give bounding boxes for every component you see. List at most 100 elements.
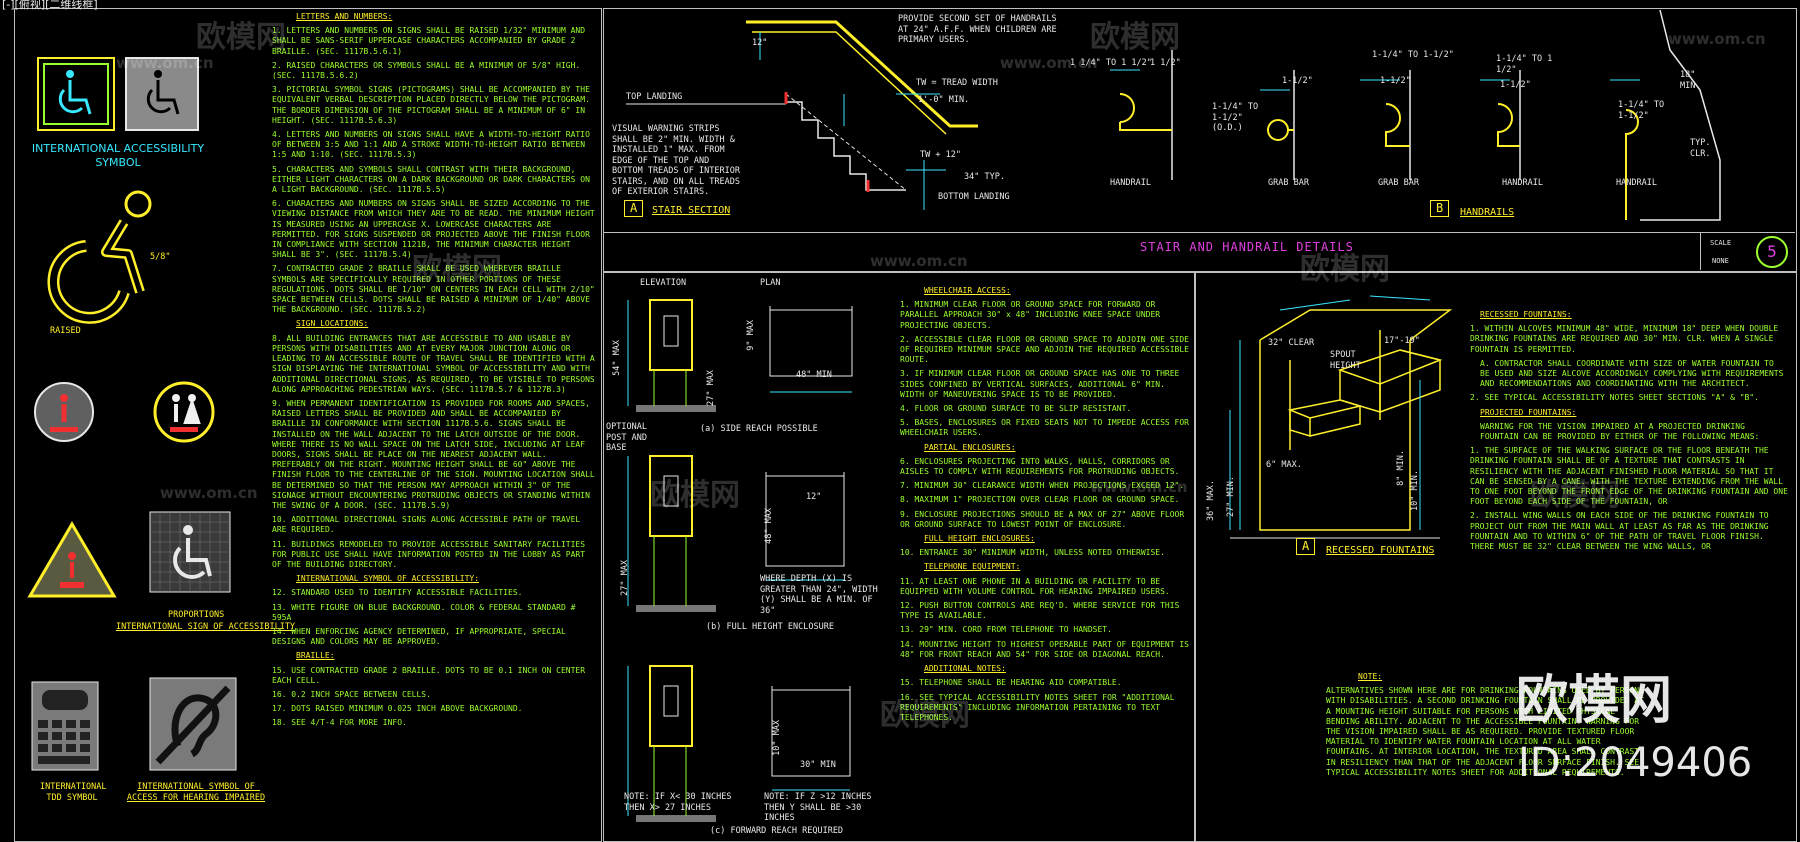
notes-heading-letters: LETTERS AND NUMBERS:: [296, 12, 393, 21]
dim-12: 12": [806, 492, 822, 502]
none-label: NONE: [1712, 257, 1729, 265]
notes-heading-locations: SIGN LOCATIONS:: [296, 319, 369, 329]
isa-proportions-icon: [149, 511, 231, 593]
stair-section-letter: A: [624, 200, 644, 217]
dim-48max: 48" MAX: [764, 508, 774, 544]
note-item: 15. TELEPHONE SHALL BE HEARING AID COMPA…: [900, 678, 1122, 688]
raised-dim: 5/8": [150, 252, 171, 262]
note-item: 2. ACCESSIBLE CLEAR FLOOR OR GROUND SPAC…: [900, 334, 1189, 365]
fountain-section-letter: A: [1296, 538, 1316, 555]
handrail-note: PROVIDE SECOND SET OF HANDRAILS AT 24" A…: [898, 14, 1062, 45]
note-item: 13. 29" MIN. CORD FROM TELEPHONE TO HAND…: [900, 625, 1112, 635]
optional-post-label: OPTIONAL POST AND BASE: [606, 422, 653, 453]
sign-notes: LETTERS AND NUMBERS: 1. LETTERS AND NUMB…: [272, 12, 598, 733]
dim-9max: 9" MAX: [746, 320, 756, 351]
recessed-fountain-drawing: [1229, 295, 1453, 539]
dim-10max: 10" MAX: [772, 720, 782, 756]
sheet-number: 5: [1756, 236, 1788, 268]
handrail-dim1: 1 1/4" TO 1 1/2": [1070, 58, 1152, 68]
note-item: 4. FLOOR OR GROUND SURFACE TO BE SLIP RE…: [900, 404, 1132, 414]
note-item: 12. PUSH BUTTON CONTROLS ARE REQ'D. WHER…: [900, 601, 1180, 621]
tw12-label: TW + 12": [920, 150, 961, 160]
note-item: 9. WHEN PERMANENT IDENTIFICATION IS PROV…: [272, 398, 595, 510]
sheet-title: STAIR AND HANDRAIL DETAILS: [1140, 240, 1354, 254]
note-c2: NOTE: IF Z >12 INCHES THEN Y SHALL BE >3…: [764, 792, 877, 823]
note-item: 1. WITHIN ALCOVES MINIMUM 48" WIDE, MINI…: [1470, 324, 1779, 354]
dim-27max-a: 27" MAX: [706, 370, 716, 406]
tdd-label: INTERNATIONAL TDD SYMBOL: [40, 782, 112, 803]
note-item: 13. WHITE FIGURE ON BLUE BACKGROUND. COL…: [272, 602, 576, 622]
top-landing-label: TOP LANDING: [626, 92, 683, 102]
note-item: 3. IF MINIMUM CLEAR FLOOR OR GROUND SPAC…: [900, 369, 1180, 399]
dim-27max-b: 27" MAX: [620, 560, 630, 596]
viewport-label[interactable]: [-][俯视][二维线框]: [2, 0, 98, 11]
note-item: 8. ALL BUILDING ENTRANCES THAT ARE ACCES…: [272, 333, 595, 394]
plan-label: PLAN: [760, 278, 781, 288]
note-item: 8. MAXIMUM 1" PROJECTION OVER CLEAR FLOO…: [900, 495, 1180, 505]
dim-27: 27" MIN.: [1226, 476, 1236, 517]
raised-wheelchair-icon: [47, 190, 152, 324]
dim-17-19: 17"-19": [1384, 336, 1420, 346]
restroom-men-symbol-icon: [34, 382, 94, 442]
symbol-caption: INTERNATIONAL ACCESSIBILITY SYMBOL: [31, 142, 208, 169]
dim-32-clear: 32" CLEAR: [1268, 338, 1315, 348]
handrail-dim10: 18" MIN.: [1680, 70, 1701, 91]
note-item: 16. SEE TYPICAL ACCESSIBILITY NOTES SHEE…: [900, 692, 1175, 722]
caption-full-height: (b) FULL HEIGHT ENCLOSURE: [706, 622, 834, 632]
note-item: 5. BASES, ENCLOSURES OR FIXED SEATS NOT …: [900, 418, 1189, 438]
note-item: 4. LETTERS AND NUMBERS ON SIGNS SHALL HA…: [272, 130, 590, 160]
note-item: 2. RAISED CHARACTERS OR SYMBOLS SHALL BE…: [272, 60, 581, 81]
dim-6max: 6" MAX.: [1266, 460, 1302, 470]
fountain-heading: PROJECTED FOUNTAINS:: [1480, 407, 1577, 417]
note-item: 5. CHARACTERS AND SYMBOLS SHALL CONTRAST…: [272, 164, 590, 195]
grabbar-label: GRAB BAR: [1378, 178, 1419, 188]
note-item: 10. ENTRANCE 30" MINIMUM WIDTH, UNLESS N…: [900, 548, 1165, 558]
note-item: 1. MINIMUM CLEAR FLOOR OR GROUND SPACE F…: [900, 300, 1161, 330]
note-item: 10. ADDITIONAL DIRECTIONAL SIGNS ALONG A…: [272, 515, 581, 535]
triangle-restroom-symbol-icon: [27, 521, 117, 598]
dim-48min: 48" MIN: [796, 370, 832, 380]
elevation-label: ELEVATION: [640, 278, 687, 288]
handrails-section-title: HANDRAILS: [1460, 207, 1515, 218]
handrail-dim7: 1-1/4" TO 1 1/2": [1496, 54, 1558, 75]
tdd-symbol-icon: [31, 681, 99, 771]
notes-heading-isa: INTERNATIONAL SYMBOL OF ACCESSIBILITY:: [296, 574, 480, 584]
raised-label: RAISED: [50, 326, 81, 336]
scale-label: SCALE: [1710, 239, 1732, 247]
handrail-dim6: 1-1/2": [1380, 76, 1411, 86]
note-item: 14. WHEN ENFORCING AGENCY DETERMINED, IF…: [272, 626, 566, 647]
handrail-dim4: 1-1/2": [1282, 76, 1313, 86]
note-text: ALTERNATIVES SHOWN HERE ARE FOR DRINKING…: [1326, 686, 1644, 777]
handrail-label: HANDRAIL: [1110, 178, 1151, 188]
wheel-heading: FULL HEIGHT ENCLOSURES:: [924, 534, 1035, 544]
wheelchair-symbol-icon: [37, 57, 115, 131]
title-block: [1700, 232, 1795, 270]
handrail-details-drawing: [1110, 9, 1721, 221]
note-item: 7. CONTRACTED GRADE 2 BRAILLE SHALL BE U…: [272, 264, 595, 315]
typ34-label: 34" TYP.: [964, 172, 1005, 182]
wheel-heading: ADDITIONAL NOTES:: [924, 664, 1006, 674]
note-item: 6. CHARACTERS AND NUMBERS ON SIGNS SHALL…: [272, 199, 595, 260]
tread-note: TW = TREAD WIDTH: [916, 78, 998, 88]
note-item: WARNING FOR THE VISION IMPAIRED AT A PRO…: [1480, 421, 1760, 442]
min-label: 1'-0" MIN.: [918, 95, 970, 105]
caption-forward-reach: (c) FORWARD REACH REQUIRED: [710, 826, 844, 836]
bottom-landing-label: BOTTOM LANDING: [938, 192, 1010, 202]
note-item: 16. 0.2 INCH SPACE BETWEEN CELLS.: [272, 689, 431, 699]
spout-label: SPOUT HEIGHT: [1330, 350, 1361, 371]
isa-label: INTERNATIONAL SIGN OF ACCESSIBILITY: [116, 622, 296, 632]
note-item: 9. ENCLOSURE PROJECTIONS SHOULD BE A MAX…: [900, 509, 1185, 529]
warning-note: VISUAL WARNING STRIPS SHALL BE 2" MIN. W…: [612, 124, 746, 197]
note-item: 11. BUILDINGS REMODELED TO PROVIDE ACCES…: [272, 539, 586, 569]
dim-12: 12": [752, 38, 768, 48]
wheel-heading: WHEELCHAIR ACCESS:: [924, 286, 1011, 295]
note-item: 1. LETTERS AND NUMBERS ON SIGNS SHALL BE…: [272, 26, 586, 56]
note-item: 3. PICTORIAL SYMBOL SIGNS (PICTOGRAMS) S…: [272, 85, 590, 125]
note-item: 18. SEE 4/T-4 FOR MORE INFO.: [272, 718, 407, 728]
notes-heading-braille: BRAILLE:: [296, 651, 335, 661]
handrail-dim2: 1 1/2": [1150, 58, 1181, 68]
note-item: 7. MINIMUM 30" CLEARANCE WIDTH WHEN PROJ…: [900, 481, 1185, 491]
note-heading: NOTE:: [1358, 672, 1383, 681]
handrail-dim3: 1-1/4" TO 1-1/2" (O.D.): [1212, 102, 1264, 133]
handrail-label: HANDRAIL: [1616, 178, 1657, 188]
